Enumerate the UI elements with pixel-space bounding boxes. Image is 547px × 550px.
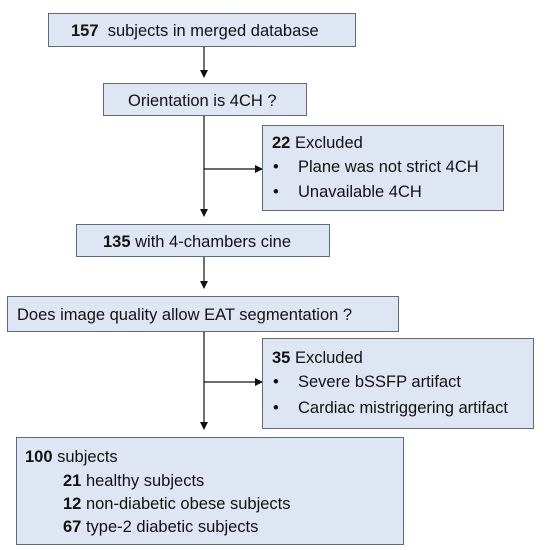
question1-text: Orientation is 4CH ? (128, 92, 277, 110)
exclusion2-reason: Severe bSSFP artifact (298, 373, 461, 391)
exclusion1-reason: Unavailable 4CH (298, 183, 422, 201)
final-label: subjects (57, 448, 118, 466)
exclusion2-count: 35 (272, 349, 291, 367)
exclusion1-reason: Plane was not strict 4CH (298, 158, 479, 176)
bullet-icon: • (273, 373, 279, 391)
final-count: 100 (25, 448, 53, 466)
exclusion1-count: 22 (272, 134, 291, 152)
step2-box: 135 with 4-chambers cine (76, 224, 330, 257)
step1-count: 157 (71, 22, 99, 40)
exclusion2-box: 35 Excluded • Severe bSSFP artifact • Ca… (262, 338, 534, 429)
step1-text: subjects in merged database (107, 22, 319, 40)
exclusion2-label: Excluded (294, 349, 363, 367)
step2-text: with 4-chambers cine (135, 233, 292, 251)
bullet-icon: • (273, 399, 279, 417)
question2-text: Does image quality allow EAT segmentatio… (17, 306, 353, 324)
exclusion1-box: 22 Excluded • Plane was not strict 4CH •… (262, 125, 504, 211)
bullet-icon: • (273, 158, 279, 176)
final-box: 100 subjects 21 healthy subjects 12 non-… (16, 437, 404, 545)
step1-box: 157 subjects in merged database (48, 13, 356, 47)
exclusion2-reason: Cardiac mistriggering artifact (298, 399, 508, 417)
final-group: 12 non-diabetic obese subjects (63, 495, 291, 513)
question2-box: Does image quality allow EAT segmentatio… (7, 296, 399, 332)
bullet-icon: • (273, 183, 279, 201)
question1-box: Orientation is 4CH ? (103, 83, 307, 116)
exclusion1-label: Excluded (294, 134, 363, 152)
step2-count: 135 (103, 233, 131, 251)
final-group: 21 healthy subjects (63, 472, 205, 490)
final-group: 67 type-2 diabetic subjects (63, 518, 259, 536)
